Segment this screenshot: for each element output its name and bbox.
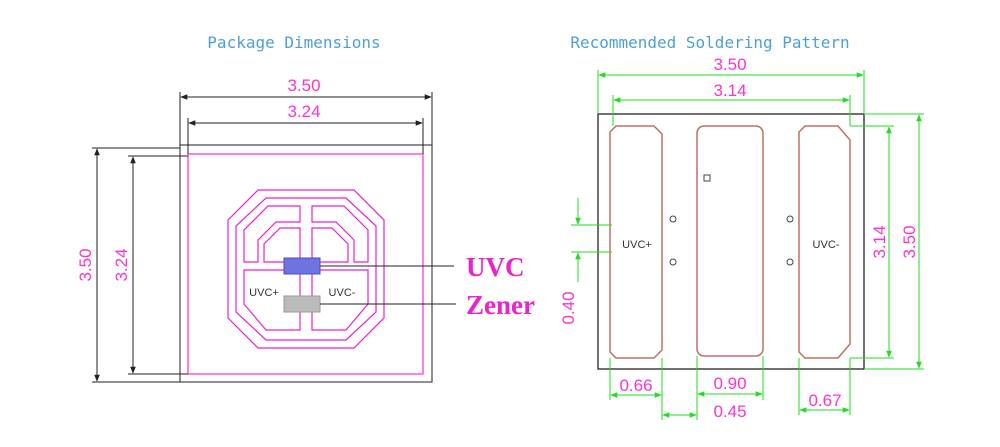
soldering-height-dimensions [850, 113, 924, 370]
pad-bottom-left [243, 269, 301, 331]
package-outer-height-label: 3.50 [76, 248, 95, 281]
soldering-pad-pos-label: UVC+ [622, 239, 652, 251]
soldering-outer-width-label: 3.50 [713, 55, 746, 74]
zener-callout-label: Zener [466, 290, 535, 320]
package-inner-height-label: 3.24 [112, 248, 131, 281]
soldering-spacing-label: 0.45 [713, 402, 746, 421]
zener-chip [283, 295, 321, 313]
pad-mid-right [311, 227, 349, 263]
soldering-inner-width-label: 3.14 [713, 81, 746, 100]
soldering-board-outline [597, 113, 865, 370]
soldering-outer-height-label: 3.50 [900, 225, 919, 258]
package-outline [179, 144, 433, 383]
package-title: Package Dimensions [207, 33, 380, 52]
soldering-pattern-view: Recommended Soldering Pattern UVC+ UVC- … [559, 33, 924, 421]
pad-mid-left [263, 227, 301, 263]
pad-top-left [243, 205, 301, 263]
polarity-mark-icon [703, 174, 711, 182]
soldering-left-pad-width-label: 0.66 [619, 376, 652, 395]
via-icon [786, 258, 794, 266]
soldering-gap-dimension [571, 198, 612, 282]
package-pad-neg-label: UVC- [329, 287, 356, 299]
package-height-dimensions: 3.50 3.24 [76, 147, 188, 383]
soldering-right-pad-width-label: 0.67 [808, 391, 841, 410]
soldering-bottom-dimensions [609, 356, 851, 420]
soldering-gap-label: 0.40 [559, 291, 578, 324]
soldering-pad-center [696, 125, 764, 357]
via-icon [669, 258, 677, 266]
via-icon [669, 215, 677, 223]
package-width-dimensions: 3.50 3.24 [179, 76, 433, 154]
package-outer-width-label: 3.50 [287, 76, 320, 95]
package-inner-width-label: 3.24 [287, 102, 320, 121]
soldering-pad-neg-label: UVC- [813, 239, 840, 251]
octagon-outer [227, 189, 385, 349]
soldering-width-dimensions [597, 70, 865, 126]
pad-bottom-right [311, 269, 369, 331]
package-inner-outline [187, 153, 424, 375]
package-octagon-pads [227, 189, 385, 349]
package-pad-pos-label: UVC+ [249, 287, 279, 299]
uvc-chip [283, 257, 321, 275]
soldering-inner-height-label: 3.14 [870, 225, 889, 258]
soldering-title: Recommended Soldering Pattern [570, 33, 849, 52]
soldering-pad-right [798, 125, 851, 359]
octagon-inner [235, 197, 377, 341]
soldering-pad-left [609, 125, 663, 359]
via-icon [786, 215, 794, 223]
uvc-callout-label: UVC [466, 252, 525, 282]
package-dimensions-view: Package Dimensions 3.50 3.24 3.50 3.24 [76, 33, 535, 383]
soldering-center-pad-width-label: 0.90 [713, 374, 746, 393]
pad-top-right [311, 205, 369, 263]
